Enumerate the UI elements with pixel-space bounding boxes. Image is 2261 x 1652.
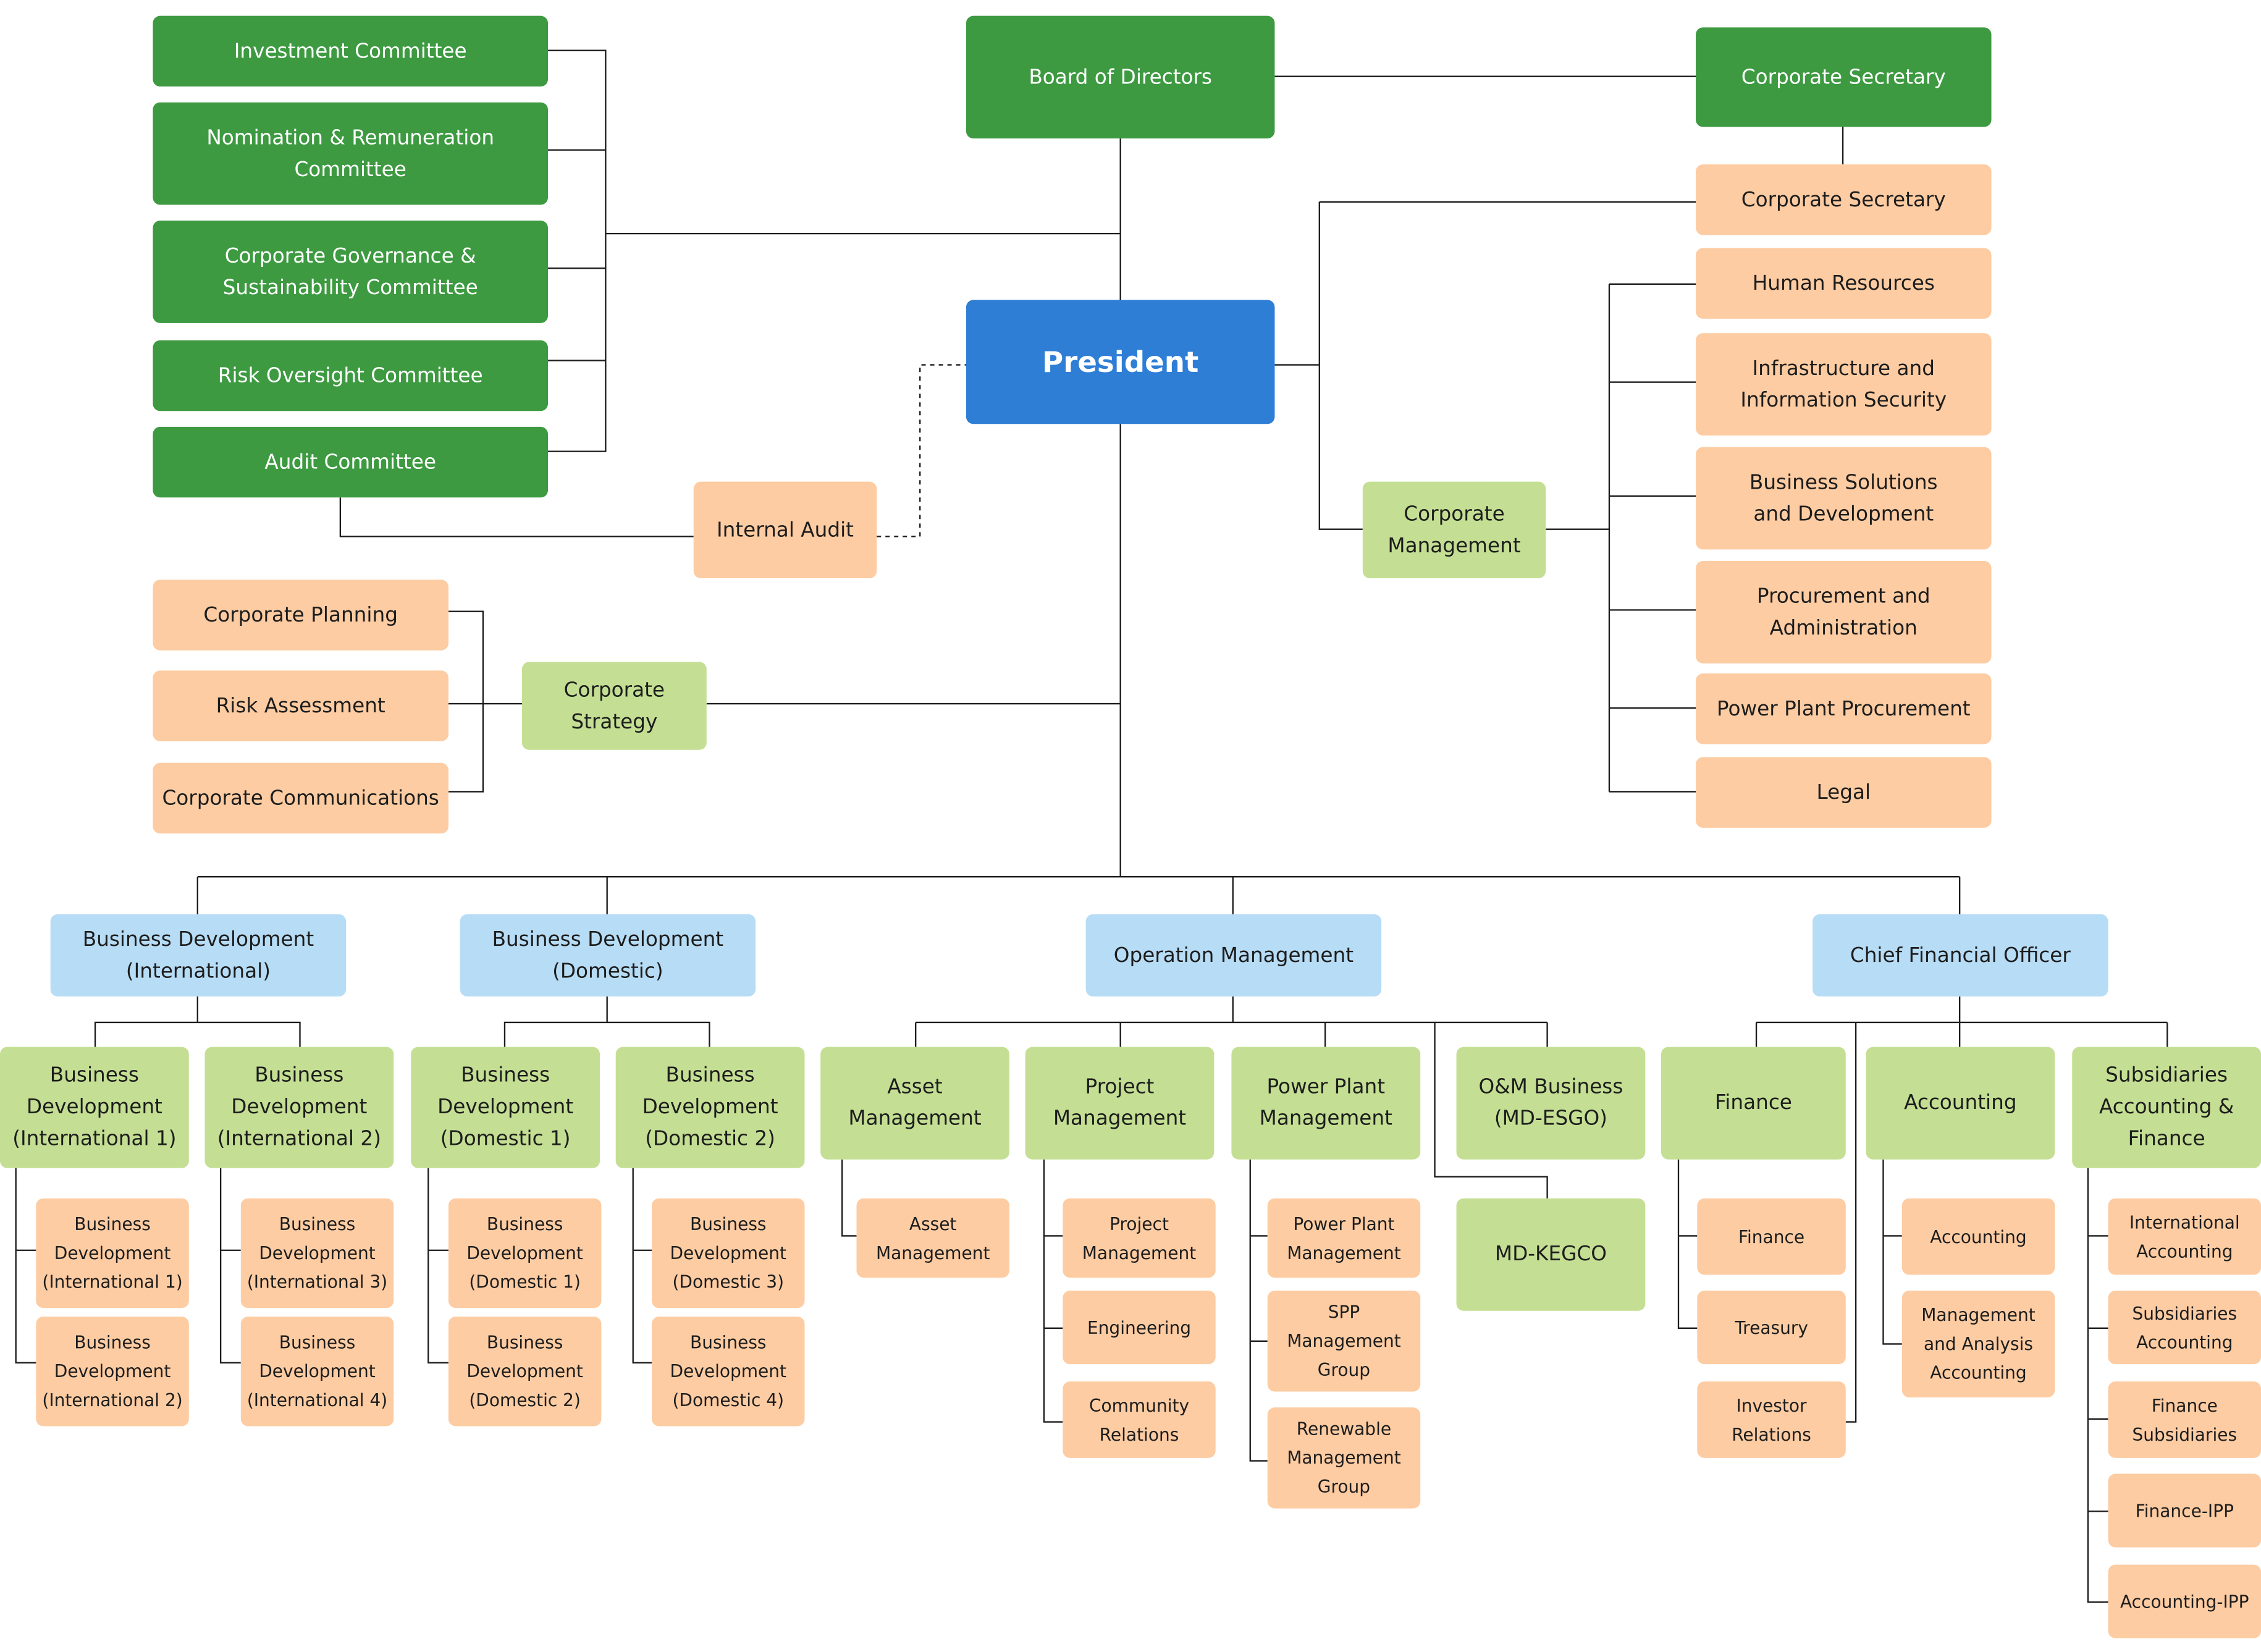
committee-investment: Investment Committee: [153, 15, 548, 87]
connector-line: [2087, 1168, 2108, 1603]
unit-business-solutions: Business Solutions and Development: [1696, 447, 1992, 550]
connector-line: [1677, 1159, 1698, 1329]
board-of-directors: Board of Directors: [966, 15, 1275, 139]
connector-line: [915, 996, 1548, 1047]
division-bd-international: Business Development (International): [50, 914, 347, 997]
dept-accounting: Accounting: [1866, 1047, 2055, 1160]
connector-line: [1882, 1159, 1902, 1345]
dept-asset-management: Asset Management: [820, 1047, 1009, 1160]
dept-md-kegco: MD-KEGCO: [1456, 1198, 1646, 1311]
connector-line: [547, 49, 607, 452]
dept-project-management: Project Management: [1025, 1047, 1215, 1160]
connector-line: [15, 1168, 36, 1363]
connector-line: [632, 1168, 652, 1363]
unit-corporate-secretary: Corporate Secretary: [1696, 164, 1992, 235]
unit-procurement-administration: Procurement and Administration: [1696, 561, 1992, 664]
committee-nomination: Nomination & Remuneration Committee: [153, 102, 548, 205]
connector-line: [503, 996, 710, 1047]
unit-renewable-management-group: Renewable Management Group: [1267, 1407, 1421, 1509]
corporate-management: Corporate Management: [1362, 481, 1546, 579]
unit-project-management: Project Management: [1063, 1198, 1216, 1278]
unit-community-relations: Community Relations: [1063, 1381, 1216, 1458]
dept-bd-domestic-2: Business Development (Domestic 2): [615, 1047, 805, 1168]
unit-treasury: Treasury: [1697, 1291, 1846, 1365]
dotted-line: [877, 364, 966, 537]
president: President: [966, 300, 1275, 424]
committee-governance: Corporate Governance & Sustainability Co…: [153, 221, 548, 323]
unit-engineering: Engineering: [1063, 1291, 1216, 1365]
unit-accounting: Accounting: [1901, 1198, 2055, 1275]
unit-human-resources: Human Resources: [1696, 248, 1992, 319]
dept-om-business: O&M Business (MD-ESGO): [1456, 1047, 1646, 1160]
unit-finance-subsidiaries: Finance Subsidiaries: [2108, 1381, 2261, 1458]
unit-management-analysis-accounting: Management and Analysis Accounting: [1901, 1291, 2055, 1397]
unit-accounting-ipp: Accounting-IPP: [2108, 1564, 2261, 1638]
unit-international-accounting: International Accounting: [2108, 1198, 2261, 1275]
connector-line: [1845, 1022, 1857, 1423]
dept-bd-international-2: Business Development (International 2): [204, 1047, 394, 1168]
dept-subsidiaries-accounting-finance: Subsidiaries Accounting & Finance: [2072, 1047, 2261, 1168]
connector-line: [219, 1168, 241, 1363]
connector-line: [547, 149, 606, 361]
unit-finance-ipp: Finance-IPP: [2108, 1473, 2261, 1548]
connector-line: [427, 1168, 448, 1363]
connector-line: [841, 1159, 857, 1237]
unit-corporate-planning: Corporate Planning: [153, 579, 448, 651]
division-bd-domestic: Business Development (Domestic): [460, 914, 756, 997]
unit-power-plant-procurement: Power Plant Procurement: [1696, 673, 1992, 744]
division-operation-management: Operation Management: [1085, 914, 1382, 997]
corporate-secretary-head: Corporate Secretary: [1696, 27, 1992, 127]
connector-line: [1434, 1022, 1548, 1199]
dept-bd-international-1: Business Development (International 1): [0, 1047, 189, 1168]
unit-subsidiaries-accounting: Subsidiaries Accounting: [2108, 1291, 2261, 1365]
unit-finance: Finance: [1697, 1198, 1846, 1275]
unit-bd-domestic-2: Business Development (Domestic 2): [448, 1317, 602, 1427]
committee-audit: Audit Committee: [153, 426, 548, 498]
internal-audit: Internal Audit: [693, 481, 877, 579]
unit-power-plant-management: Power Plant Management: [1267, 1198, 1421, 1278]
dept-finance: Finance: [1661, 1047, 1846, 1160]
division-cfo: Chief Financial Officer: [1813, 914, 2108, 997]
corporate-strategy: Corporate Strategy: [521, 662, 707, 750]
connector-line: [1043, 1159, 1063, 1423]
unit-bd-international-2: Business Development (International 2): [36, 1317, 189, 1427]
unit-bd-domestic-1: Business Development (Domestic 1): [448, 1198, 602, 1309]
connector-line: [1249, 1159, 1268, 1462]
unit-corporate-communications: Corporate Communications: [153, 762, 448, 834]
unit-legal: Legal: [1696, 757, 1992, 828]
connector-line: [1318, 201, 1363, 530]
unit-bd-international-4: Business Development (International 4): [240, 1317, 394, 1427]
connector-line: [448, 610, 484, 793]
committee-risk-oversight: Risk Oversight Committee: [153, 340, 548, 411]
connector-line: [94, 996, 301, 1047]
connector-line: [1609, 283, 1696, 793]
connector-line: [339, 497, 694, 537]
unit-investor-relations: Investor Relations: [1697, 1381, 1846, 1458]
unit-bd-international-1: Business Development (International 1): [36, 1198, 189, 1309]
unit-asset-management: Asset Management: [856, 1198, 1009, 1278]
unit-bd-domestic-4: Business Development (Domestic 4): [652, 1317, 805, 1427]
unit-infrastructure-security: Infrastructure and Information Security: [1696, 333, 1992, 436]
dept-power-plant-management: Power Plant Management: [1231, 1047, 1421, 1160]
unit-bd-domestic-3: Business Development (Domestic 3): [652, 1198, 805, 1309]
connector-line: [196, 877, 1961, 914]
dept-bd-domestic-1: Business Development (Domestic 1): [411, 1047, 600, 1168]
unit-risk-assessment: Risk Assessment: [153, 670, 448, 741]
unit-bd-international-3: Business Development (International 3): [240, 1198, 394, 1309]
unit-spp-management-group: SPP Management Group: [1267, 1291, 1421, 1392]
connector-line: [1755, 996, 2168, 1047]
